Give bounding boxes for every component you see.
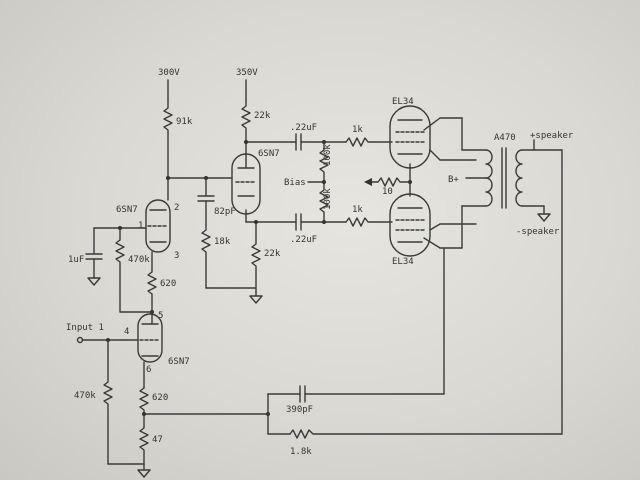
svg-text:1k: 1k [352,125,363,135]
svg-text:350V: 350V [236,68,258,78]
svg-text:6SN7: 6SN7 [168,357,190,367]
resistor-100k-bottom: 100k [319,181,333,223]
svg-text:6SN7: 6SN7 [258,149,280,159]
svg-text:300V: 300V [158,68,180,78]
output-transformer: A470 [485,133,523,209]
svg-text:1: 1 [138,221,143,231]
svg-text:B+: B+ [448,175,459,185]
svg-text:91k: 91k [176,117,193,127]
svg-text:47: 47 [152,435,163,445]
bias-input: Bias [284,178,326,188]
svg-text:1k: 1k [352,205,363,215]
capacitor-82pf: 82pF [197,177,236,227]
resistor-620-a: 620 [147,271,176,313]
svg-text:470k: 470k [128,255,150,265]
svg-text:620: 620 [152,393,168,403]
tube-splitter: 6SN7 [231,149,280,215]
svg-text:3: 3 [174,251,179,261]
supply-300v: 300V [158,68,180,101]
svg-text:390pF: 390pF [286,405,313,415]
svg-text:1.8k: 1.8k [290,447,312,457]
resistor-18k: 18k [201,225,231,289]
svg-text:22k: 22k [264,249,281,259]
supply-350v: 350V [236,68,258,101]
resistor-620-b: 620 [139,387,168,415]
svg-text:.22uF: .22uF [290,235,317,245]
svg-text:22k: 22k [254,111,271,121]
svg-text:470k: 470k [74,391,96,401]
resistor-22k-top: 22k [241,99,271,161]
resistor-22k-bottom: 22k [251,239,281,293]
capacitor-1uf: 1uF [68,227,103,286]
ground-speaker [537,213,551,222]
tube-el34-top: EL34 [389,97,431,169]
resistor-1-8k: 1.8k [289,429,563,457]
tube-driver: 6SN7 2 1 3 [116,199,179,261]
bplus-label: B+ [448,175,487,185]
resistor-1k-bottom: 1k [345,205,393,227]
capacitor-22uf-bottom: .22uF [290,213,347,245]
capacitor-22uf-top: .22uF [290,123,347,151]
svg-text:.22uF: .22uF [290,123,317,133]
resistor-470k-input: 470k [74,339,113,465]
svg-text:Input 1: Input 1 [66,323,104,333]
svg-text:-speaker: -speaker [516,227,560,237]
resistor-470k-grid: 470k [115,239,150,313]
svg-text:100k: 100k [323,188,333,210]
svg-text:5: 5 [158,311,163,321]
svg-text:+speaker: +speaker [530,131,574,141]
tube-input: 4 6 6SN7 [124,313,190,375]
ground-symbol [249,291,263,304]
resistor-10: 10 [364,177,411,197]
svg-text:A470: A470 [494,133,516,143]
svg-text:620: 620 [160,279,176,289]
svg-text:4: 4 [124,327,129,337]
ground-symbol-input [137,463,151,478]
svg-text:10: 10 [382,187,393,197]
capacitor-390pf: 390pF [286,385,445,415]
resistor-1k-top: 1k [345,125,393,147]
svg-text:Bias: Bias [284,178,306,188]
resistor-91k: 91k [163,99,193,179]
resistor-47: 47 [139,413,163,465]
svg-text:1uF: 1uF [68,255,84,265]
tube-el34-bottom: EL34 [389,193,431,267]
svg-text:6SN7: 6SN7 [116,205,138,215]
svg-text:82pF: 82pF [214,207,236,217]
svg-text:100k: 100k [323,144,333,166]
input-jack: Input 1 [66,323,139,344]
svg-text:18k: 18k [214,237,231,247]
svg-text:2: 2 [174,203,179,213]
resistor-100k-top: 100k [319,141,333,183]
svg-text:EL34: EL34 [392,97,414,107]
svg-text:EL34: EL34 [392,257,414,267]
svg-text:6: 6 [146,365,151,375]
